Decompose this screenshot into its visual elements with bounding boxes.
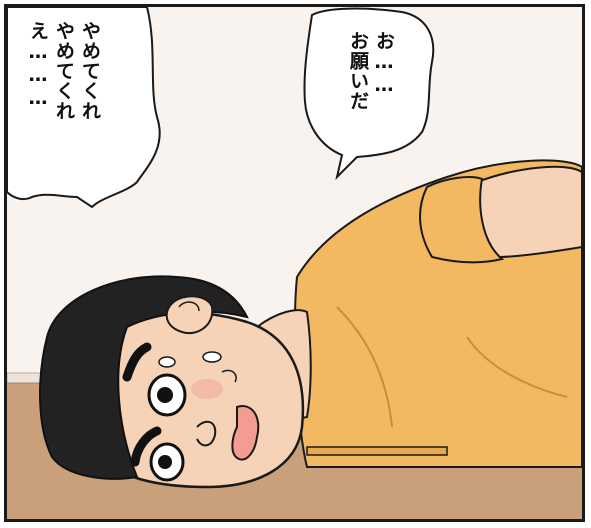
speech-text-right: お…… お願いだ xyxy=(347,31,395,111)
speech-text-left: やめてくれ やめてくれ え……… xyxy=(27,21,101,121)
speech-bubble-left xyxy=(7,7,161,209)
blush xyxy=(191,379,223,399)
eyebrow-upper xyxy=(122,342,152,382)
eyebrow-lower xyxy=(130,426,162,467)
speech-line: やめてくれ xyxy=(53,21,75,121)
speech-line: え……… xyxy=(27,21,49,110)
nose xyxy=(196,420,217,447)
sleeve xyxy=(419,176,505,264)
ear xyxy=(165,295,214,335)
sweat-drop xyxy=(202,351,222,363)
hair xyxy=(39,275,249,480)
speech-bubble-right xyxy=(303,7,435,181)
sweat-drop xyxy=(158,356,176,368)
shirt-hem xyxy=(306,446,448,456)
speech-line: お願いだ xyxy=(347,31,369,111)
speech-line: やめてくれ xyxy=(79,21,101,121)
comic-scene xyxy=(7,7,582,519)
speech-line: お…… xyxy=(373,31,395,97)
comic-panel: やめてくれ やめてくれ え……… お…… お願いだ xyxy=(4,4,585,522)
mouth xyxy=(231,405,260,461)
